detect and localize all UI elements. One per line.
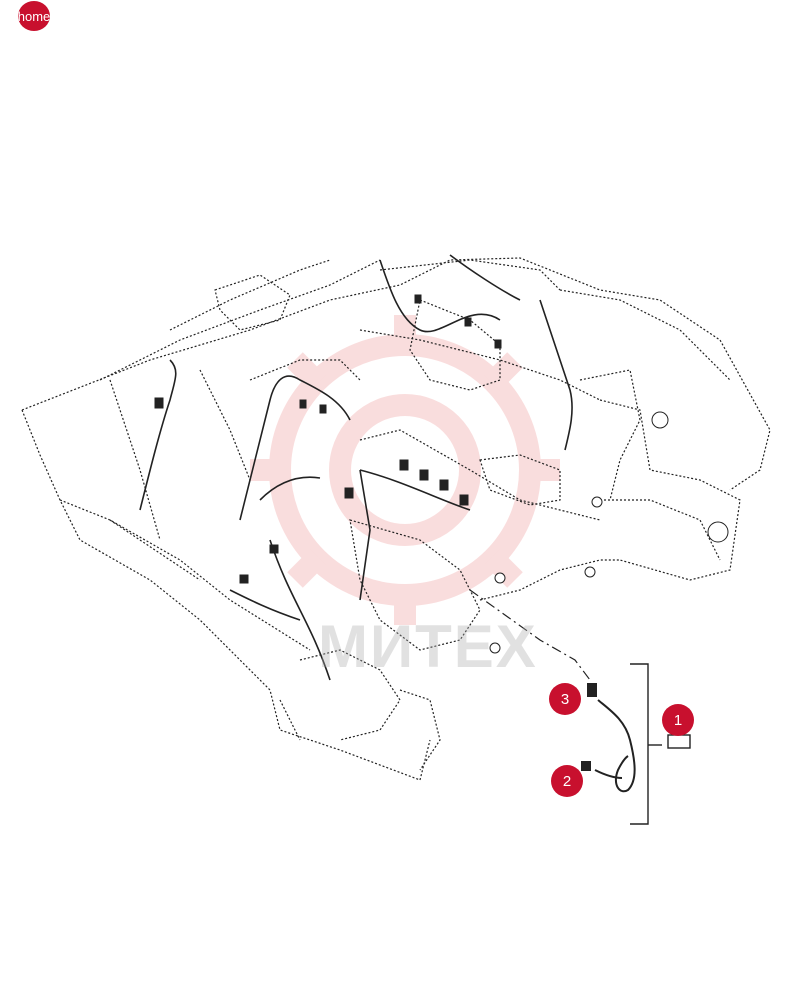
home-button[interactable]: home bbox=[18, 1, 50, 31]
leader-line bbox=[469, 589, 591, 681]
wiring-harness bbox=[139, 254, 573, 681]
connectors bbox=[154, 294, 729, 654]
detail-harness bbox=[581, 683, 636, 793]
callout-3[interactable]: 3 bbox=[549, 683, 581, 715]
callout-2[interactable]: 2 bbox=[551, 765, 583, 797]
group-bracket bbox=[630, 663, 691, 825]
callout-1[interactable]: 1 bbox=[662, 704, 694, 736]
watermark-text: МИТЕХ bbox=[318, 613, 538, 680]
machine-frame bbox=[21, 257, 771, 781]
